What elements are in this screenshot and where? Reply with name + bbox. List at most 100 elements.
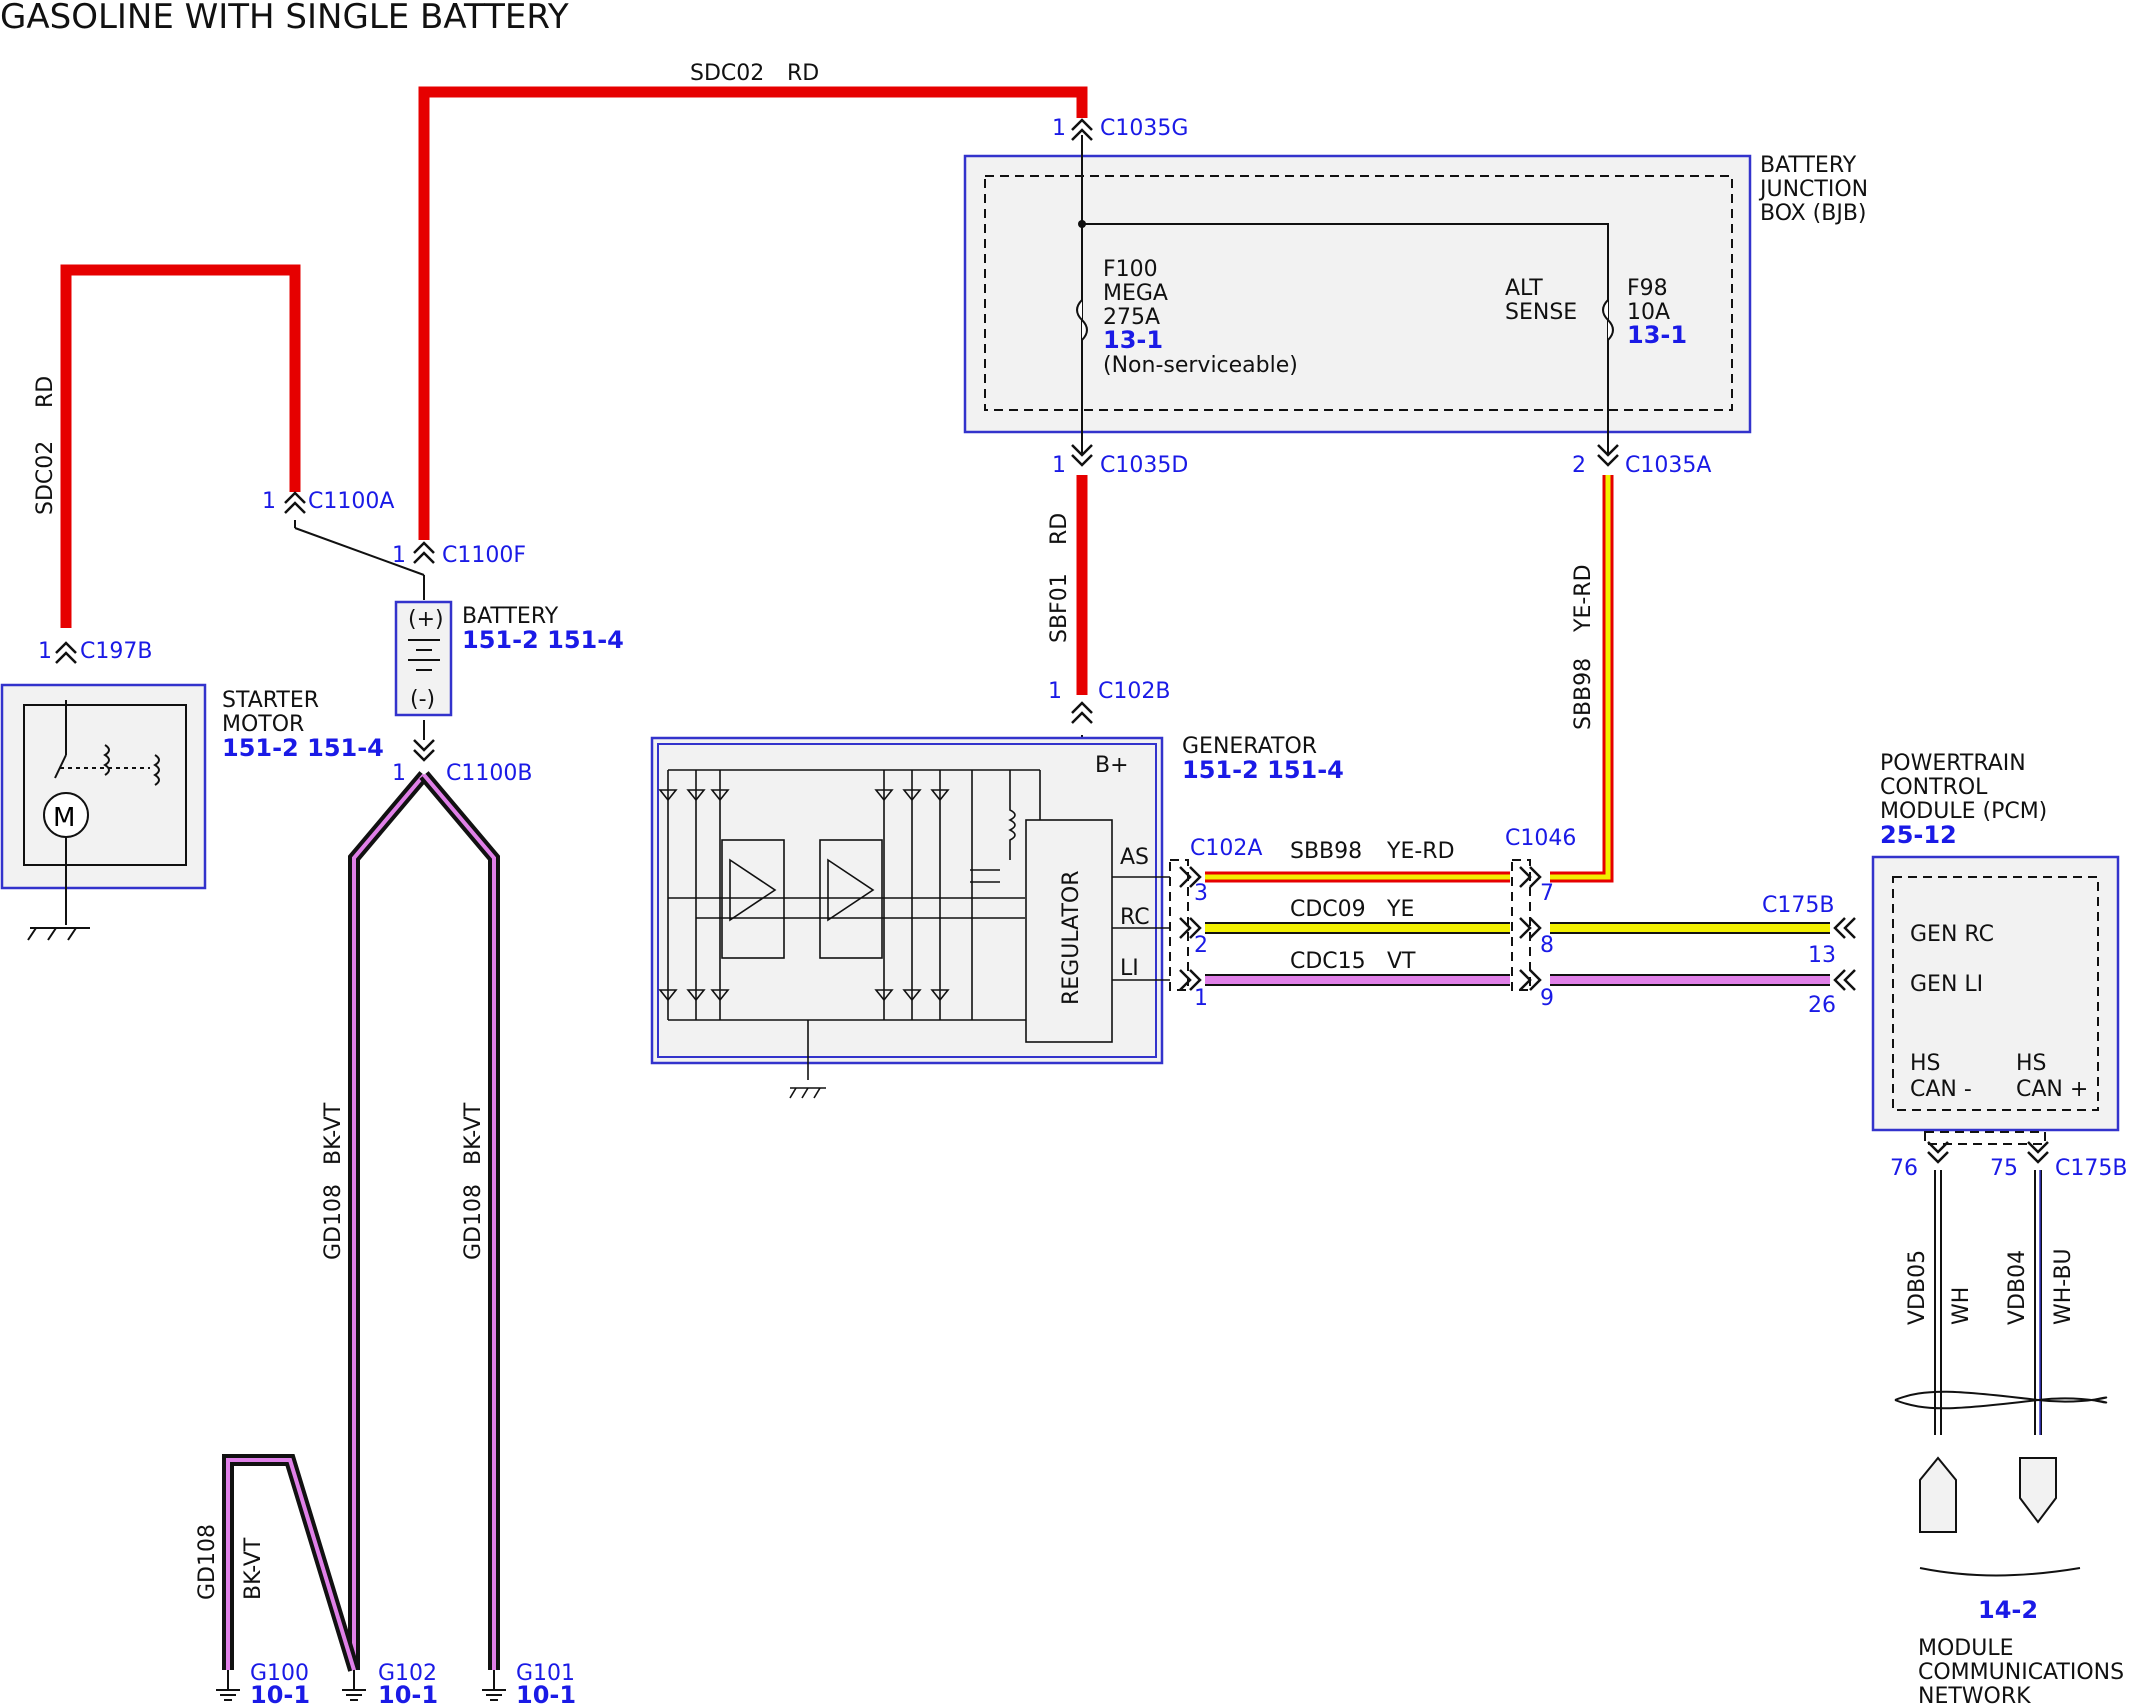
alt-sense-label: ALT [1505,276,1543,301]
diagram-title: GASOLINE WITH SINGLE BATTERY [0,0,569,37]
c1100a-pin: 1 [262,489,276,514]
network-name-2: COMMUNICATIONS [1918,1660,2124,1685]
f100-label: F100 [1103,257,1158,282]
pcm-hs-can-plus-2: CAN + [2016,1077,2088,1102]
pcm-name-1: POWERTRAIN [1880,751,2026,776]
c197b-name: C197B [80,639,152,664]
wire-sdc02-left-circuit: SDC02 [33,441,58,515]
bjb-name-3: BOX (BJB) [1760,201,1867,226]
c1035a-pin: 2 [1572,453,1586,478]
wire-sbb98-vert-color: YE-RD [1571,564,1596,633]
network-name-1: MODULE [1918,1636,2014,1661]
f98-ref: 13-1 [1627,321,1687,349]
wire-vdb05-circuit: VDB05 [1905,1250,1930,1325]
wire-gd108-c-circuit: GD108 [195,1524,220,1600]
wire-gd108-a-circuit: GD108 [321,1184,346,1260]
pcm: GEN RC GEN LI HS CAN - HS CAN + [1871,855,2120,1132]
c102b-pin: 1 [1048,679,1062,704]
starter-ref: 151-2 151-4 [222,734,384,762]
c175b-pin-76: 76 [1890,1156,1918,1181]
f100-type: MEGA [1103,281,1168,306]
bjb-name-1: BATTERY [1760,153,1857,178]
network-name-3: NETWORK [1918,1684,2031,1706]
wire-sdc02-top-circuit: SDC02 [690,61,764,86]
wire-cdc09-color: YE [1386,897,1414,922]
red-wires [60,86,1088,695]
wire-cdc15-color: VT [1387,949,1416,974]
battery-plus: (+) [408,607,444,632]
c102a-pin-1: 1 [1194,986,1208,1011]
f100-ref: 13-1 [1103,326,1163,354]
starter-name-2: MOTOR [222,712,304,737]
pcm-ref: 25-12 [1880,821,1957,849]
generator-terminal-li: LI [1120,956,1139,981]
c1035d-name: C1035D [1100,453,1188,478]
battery-symbol: (+) (-) [394,600,453,717]
connector-symbols [55,118,2049,1164]
ground-g102-ref: 10-1 [378,1681,438,1706]
starter-motor-m: M [53,803,75,833]
starter-name-1: STARTER [222,688,319,713]
ground-g100-ref: 10-1 [250,1681,310,1706]
wire-vdb05-color: WH [1949,1287,1974,1325]
c102a-pin-3: 3 [1194,881,1208,906]
pcm-gen-rc: GEN RC [1910,922,1994,947]
ground-g100-name: G100 [250,1661,309,1686]
wire-sbb98-vert-circuit: SBB98 [1571,658,1596,730]
ground-symbols [216,1670,506,1701]
c175b-bot-name: C175B [2055,1156,2127,1181]
c1100f-name: C1100F [442,543,526,568]
c1046-pin-9: 9 [1540,986,1554,1011]
wire-gd108-a-color: BK-VT [321,1102,346,1165]
f98-rating: 10A [1627,300,1670,325]
generator-bplus: B+ [1095,753,1129,778]
pcm-hs-can-minus-1: HS [1910,1051,1941,1076]
wire-vdb04-circuit: VDB04 [2005,1250,2030,1325]
pcm-name-3: MODULE (PCM) [1880,799,2047,824]
wire-sbf01-color: RD [1047,513,1072,545]
alt-sense-label-2: SENSE [1505,300,1577,325]
c175b-top-name: C175B [1762,893,1834,918]
pcm-hs-can-plus-1: HS [2016,1051,2047,1076]
wire-sdc02-top-color: RD [787,61,819,86]
c175b-pin-26: 26 [1808,993,1836,1018]
c1046-name: C1046 [1505,826,1576,851]
starter-motor: M [0,683,207,925]
ground-g101-name: G101 [516,1661,575,1686]
wire-gd108-b-color: BK-VT [461,1102,486,1165]
regulator-label: REGULATOR [1059,871,1084,1005]
wire-vdb04-color: WH-BU [2051,1248,2076,1325]
wire-sdc02-top [418,86,1088,540]
generator: REGULATOR B+ AS RC LI [650,736,1170,1099]
generator-terminal-rc: RC [1120,905,1150,930]
generator-label: GENERATOR [1182,734,1317,759]
wire-gd108-b-circuit: GD108 [461,1184,486,1260]
starter-ground-symbol [27,927,90,941]
wire-sbb98-h-color: YE-RD [1386,839,1455,864]
pcm-gen-li: GEN LI [1910,972,1983,997]
bjb-name-2: JUNCTION [1758,177,1868,202]
wire-sbf01-circuit: SBF01 [1047,573,1072,643]
c102a-name: C102A [1190,836,1262,861]
c1046-pin-8: 8 [1540,933,1554,958]
wire-sbb98-h-circuit: SBB98 [1290,839,1362,864]
c1100b-pin: 1 [392,761,406,786]
ground-g102-name: G102 [378,1661,437,1686]
battery-label: BATTERY [462,604,559,629]
ground-g101-ref: 10-1 [516,1681,576,1706]
c175b-pin-75: 75 [1990,1156,2018,1181]
battery-junction-box: F100 MEGA 275A 13-1 (Non-serviceable) AL… [963,135,1868,455]
c1100b-name: C1100B [446,761,532,786]
c1035g-name: C1035G [1100,116,1188,141]
wire-cdc15-circuit: CDC15 [1290,949,1366,974]
pcm-name-2: CONTROL [1880,775,1988,800]
wire-cdc09-circuit: CDC09 [1290,897,1366,922]
f98-label: F98 [1627,276,1668,301]
wire-gd108-c-color: BK-VT [241,1537,266,1600]
c1035d-pin: 1 [1052,453,1066,478]
c1035g-pin: 1 [1052,116,1066,141]
f98-fuse-symbol [1602,299,1614,341]
battery-ref: 151-2 151-4 [462,626,624,654]
generator-terminal-as: AS [1120,845,1149,870]
c102a-pin-2: 2 [1194,933,1208,958]
